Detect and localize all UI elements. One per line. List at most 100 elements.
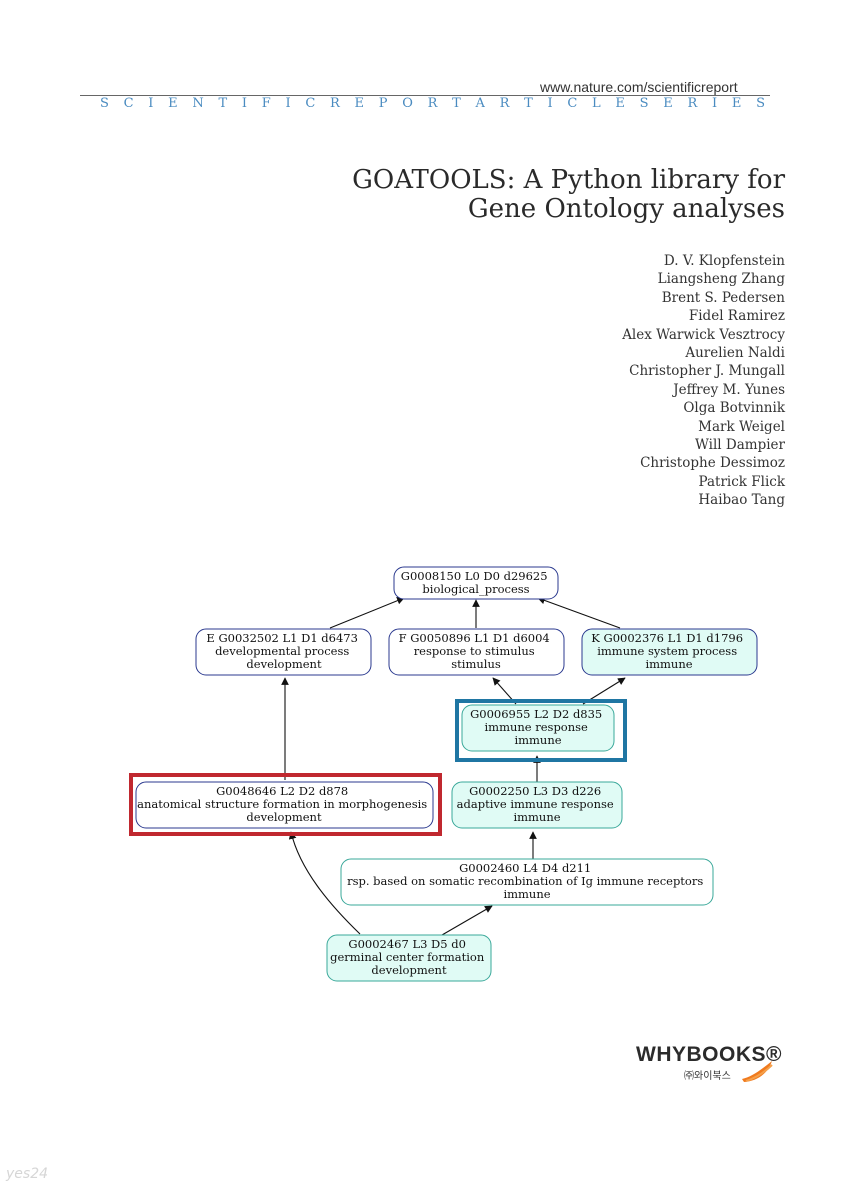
node-imsys-line-1: K G0002376 L1 D1 d1796 [591, 631, 743, 645]
node-germ-line-3: development [371, 963, 447, 977]
series-letter: I [711, 96, 718, 111]
node-imresp-line-2: immune response [484, 720, 588, 734]
svg-text:G0002467 L3 D5 d0 germin: G0002467 L3 D5 d0 germinal center format… [330, 937, 488, 977]
node-root-line-2: biological_process [422, 582, 529, 596]
node-morph-line-3: development [246, 810, 322, 824]
series-letter: S [100, 96, 109, 111]
author-name: Christopher J. Mungall [629, 363, 785, 380]
author-name: Will Dampier [695, 437, 785, 454]
series-letter: E [731, 96, 742, 111]
node-stim-line-3: stimulus [451, 657, 501, 671]
author-name: Alex Warwick Vesztrocy [622, 326, 785, 343]
edge-imsys-root [537, 596, 621, 629]
series-letter: T [218, 96, 228, 111]
svg-text:G0002460 L4 D4 d211 rsp.: G0002460 L4 D4 d211 rsp. based on somati… [347, 861, 707, 901]
node-developmental-process[interactable]: E G0032502 L1 D1 d6473 developmental pro… [195, 628, 372, 676]
title-line-2: Gene Ontology analyses [467, 194, 785, 224]
series-letter: P [378, 96, 388, 111]
author-name: Patrick Flick [698, 473, 786, 490]
author-name: Brent S. Pedersen [661, 289, 785, 306]
author-name: Liangsheng Zhang [657, 271, 785, 288]
highlight-box-immune-response [455, 699, 627, 762]
series-letter: R [427, 96, 438, 111]
author-name: Fidel Ramirez [688, 308, 785, 325]
series-letter: A [475, 96, 485, 111]
author-name: Jeffrey M. Yunes [673, 381, 785, 398]
node-dev-line-1: E G0032502 L1 D1 d6473 [206, 631, 358, 645]
node-morph-line-2: anatomical structure formation in morpho… [137, 797, 427, 811]
series-letter: T [452, 96, 461, 111]
swoosh-icon [742, 1061, 773, 1082]
series-letter: S [756, 96, 765, 111]
node-morph-line-1: G0048646 L2 D2 d878 [216, 784, 348, 798]
series-letter: I [241, 96, 247, 111]
series-letter: I [285, 96, 291, 111]
series-letter: I [547, 96, 553, 111]
node-response-to-stimulus[interactable]: F G0050896 L1 D1 d6004 response to stimu… [388, 628, 565, 676]
node-adapt-line-3: immune [513, 810, 560, 824]
node-anatomical-structure-formation[interactable]: G0048646 L2 D2 d878 anatomical structure… [135, 781, 434, 829]
node-dev-line-2: developmental process [215, 644, 349, 658]
node-rsp-line-1: G0002460 L4 D4 d211 [459, 861, 591, 875]
series-letter: L [592, 96, 601, 111]
series-letter: C [305, 96, 316, 111]
node-germ-line-2: germinal center formation [330, 950, 485, 964]
publisher-logo: WHYBOOKS® ㈜와이북스 [636, 1043, 781, 1083]
series-letter: T [524, 96, 533, 111]
node-somatic-recombination[interactable]: G0002460 L4 D4 d211 rsp. based on somati… [340, 858, 714, 906]
node-immune-response[interactable]: G0006955 L2 D2 d835 immune response immu… [461, 704, 615, 752]
series-letter: R [330, 96, 340, 111]
author-name: Mark Weigel [698, 418, 785, 435]
series-letter: S [639, 96, 649, 111]
series-letter: E [354, 96, 365, 111]
node-adapt-line-1: G0002250 L3 D3 d226 [469, 784, 601, 798]
edge-dev-root [329, 597, 405, 629]
vendor-watermark: yes24 [6, 1166, 49, 1182]
node-immune-system-process[interactable]: K G0002376 L1 D1 d1796 immune system pro… [581, 628, 758, 676]
node-imsys-line-2: immune system process [597, 644, 737, 658]
svg-text:K G0002376 L1 D1 d1796: K G0002376 L1 D1 d1796 immune system pro… [591, 631, 746, 671]
author-name: Haibao Tang [698, 492, 785, 509]
node-root-line-1: G0008150 L0 D0 d29625 [401, 569, 548, 583]
site-url[interactable]: www.nature.com/scientificreport [540, 79, 738, 95]
publisher-logo-wordmark: WHYBOOKS® [636, 1043, 782, 1066]
book-title: GOATOOLS: A Python library for Gene Onto… [352, 166, 785, 224]
series-letter: N [192, 96, 204, 111]
author-name: Olga Botvinnik [683, 400, 785, 417]
svg-text:G0008150 L0 D0 d29625 bi: G0008150 L0 D0 d29625 biological_process [401, 569, 551, 596]
highlight-box-morphogenesis [129, 773, 442, 836]
node-imresp-line-3: immune [514, 733, 561, 747]
series-letter: R [499, 96, 510, 111]
node-adaptive-immune-response[interactable]: G0002250 L3 D3 d226 adaptive immune resp… [451, 781, 623, 829]
svg-text:E G0032502 L1 D1 d6473: E G0032502 L1 D1 d6473 developmental pro… [206, 631, 361, 671]
series-letter: R [687, 96, 698, 111]
node-rsp-line-2: rsp. based on somatic recombination of I… [347, 874, 703, 888]
node-stim-line-1: F G0050896 L1 D1 d6004 [399, 631, 550, 645]
series-letter: O [402, 96, 413, 111]
author-name: D. V. Klopfenstein [663, 253, 785, 269]
title-line-1: GOATOOLS: A Python library for [352, 165, 785, 195]
node-germ-line-1: G0002467 L3 D5 d0 [348, 937, 466, 951]
node-imsys-line-3: immune [645, 657, 692, 671]
svg-text:F G0050896 L1 D1 d6004: F G0050896 L1 D1 d6004 response to stimu… [399, 631, 554, 671]
series-letter: E [168, 96, 178, 111]
node-dev-line-3: development [246, 657, 322, 671]
publisher-logo-korean: ㈜와이북스 [684, 1071, 731, 1082]
node-imresp-line-1: G0006955 L2 D2 d835 [470, 707, 602, 721]
author-name: Christophe Dessimoz [640, 455, 785, 472]
author-name: Aurelien Naldi [685, 345, 785, 362]
svg-text:G0048646 L2 D2 d878 anat: G0048646 L2 D2 d878 anatomical structure… [137, 784, 431, 824]
svg-text:G0006955 L2 D2 d835 immu: G0006955 L2 D2 d835 immune response immu… [470, 707, 606, 747]
node-biological-process[interactable]: G0008150 L0 D0 d29625 biological_process [393, 566, 559, 600]
node-germinal-center-formation[interactable]: G0002467 L3 D5 d0 germinal center format… [326, 934, 492, 982]
series-letter: I [148, 96, 154, 111]
series-letter: E [663, 96, 673, 111]
node-stim-line-2: response to stimulus [414, 644, 535, 658]
series-letter: C [123, 96, 134, 111]
svg-text:G0002250 L3 D3 d226 adap: G0002250 L3 D3 d226 adaptive immune resp… [457, 784, 618, 824]
node-rsp-line-3: immune [503, 887, 550, 901]
header-rule [80, 95, 770, 96]
